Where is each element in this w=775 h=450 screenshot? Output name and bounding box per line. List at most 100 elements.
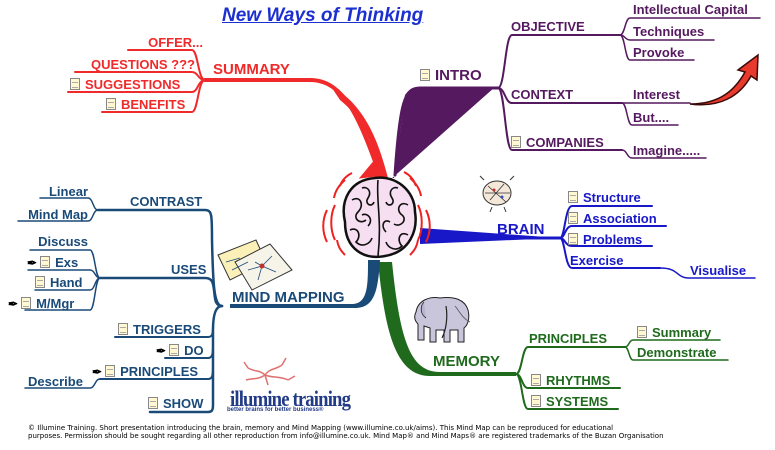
benefits-label: BENEFITS — [121, 97, 186, 112]
rhythms-node[interactable]: RHYTHMS — [531, 374, 610, 387]
brain-branch-lines — [420, 205, 756, 279]
exs-node[interactable]: ✒Exs — [27, 256, 78, 269]
mm-principles-node[interactable]: ✒PRINCIPLES — [92, 365, 198, 378]
imagine-node[interactable]: Imagine..... — [633, 143, 701, 158]
systems-label: SYSTEMS — [546, 394, 609, 409]
brain-vibration-lines — [322, 171, 431, 256]
document-icon — [105, 365, 116, 377]
document-icon — [118, 323, 128, 335]
intro-node[interactable]: INTRO — [420, 68, 482, 83]
document-icon — [70, 78, 80, 90]
memory-trunk — [378, 262, 516, 376]
growth-arrow-icon — [689, 53, 759, 106]
offer-node[interactable]: OFFER... — [148, 35, 203, 50]
intellectual-capital-node[interactable]: Intellectual Capital — [633, 2, 748, 17]
logo-tagline: better brains for better business® — [227, 407, 324, 413]
problems-node[interactable]: Problems — [568, 233, 642, 246]
exercise-node[interactable]: Exercise — [570, 253, 624, 268]
elephant-image — [414, 297, 471, 343]
document-icon — [531, 395, 541, 407]
companies-label: COMPANIES — [526, 135, 604, 150]
hand-node[interactable]: Hand — [35, 276, 83, 289]
do-line — [164, 344, 214, 359]
structure-label: Structure — [583, 190, 641, 205]
discuss-node[interactable]: Discuss — [38, 234, 88, 249]
linear-node[interactable]: Linear — [48, 184, 88, 199]
illumine-logo: illumine training — [230, 386, 351, 411]
structure-node[interactable]: Structure — [568, 191, 641, 204]
companies-line — [497, 87, 623, 151]
document-icon — [420, 69, 430, 81]
document-icon — [511, 136, 521, 148]
document-icon — [637, 326, 647, 338]
demonstrate-node[interactable]: Demonstrate — [637, 345, 717, 360]
document-icon — [531, 374, 541, 386]
summary-branch-lines — [67, 49, 388, 179]
rhythms-label: RHYTHMS — [546, 373, 611, 388]
pen-icon: ✒ — [8, 297, 19, 311]
memory-principles-node[interactable]: PRINCIPLES — [529, 331, 608, 346]
summary-node[interactable]: SUMMARY — [213, 61, 290, 78]
uses-node[interactable]: USES — [171, 262, 207, 277]
intro-branch-lines — [380, 17, 761, 180]
provoke-node[interactable]: Provoke — [633, 45, 685, 60]
exs-label: Exs — [55, 255, 79, 270]
triggers-label: TRIGGERS — [133, 322, 201, 337]
show-node[interactable]: SHOW — [148, 397, 203, 410]
visualise-node[interactable]: Visualise — [690, 263, 747, 278]
mmgr-line — [24, 277, 101, 311]
triggers-line — [114, 324, 214, 338]
document-icon — [568, 191, 578, 203]
hand-label: Hand — [50, 275, 83, 290]
interest-node[interactable]: Interest — [633, 87, 680, 102]
memory-summary-node[interactable]: Summary — [637, 326, 711, 339]
logo-veins-icon — [243, 357, 296, 386]
describe-node[interactable]: Describe — [28, 374, 83, 389]
contrast-node[interactable]: CONTRAST — [130, 194, 203, 209]
intro-label: INTRO — [435, 67, 482, 84]
techniques-node[interactable]: Techniques — [633, 24, 705, 39]
mind-mapping-lower-line — [148, 304, 224, 414]
mmgr-node[interactable]: ✒ M/Mgr — [8, 297, 74, 310]
mind-map-sheets-image — [217, 239, 293, 291]
mind-mapping-trunk — [230, 260, 380, 308]
objective-node[interactable]: OBJECTIVE — [511, 19, 585, 34]
contrast-line — [96, 208, 224, 308]
document-icon — [106, 98, 116, 110]
demonstrate-line — [624, 346, 729, 361]
association-label: Association — [583, 211, 657, 226]
mind-mapping-node[interactable]: MIND MAPPING — [232, 289, 345, 306]
suggestions-label: SUGGESTIONS — [85, 77, 181, 92]
document-icon — [21, 297, 32, 309]
do-node[interactable]: ✒DO — [156, 344, 204, 357]
copyright-footer: © Illumine Training. Short presentation … — [28, 424, 768, 440]
visualise-line — [659, 267, 756, 279]
document-icon — [169, 344, 180, 356]
imagine-line — [621, 149, 707, 159]
benefits-line — [101, 79, 206, 113]
benefits-node[interactable]: BENEFITS — [106, 98, 185, 111]
triggers-node[interactable]: TRIGGERS — [118, 323, 201, 336]
suggestions-node[interactable]: SUGGESTIONS — [70, 78, 180, 91]
brain-node[interactable]: BRAIN — [497, 221, 545, 238]
intellectual-capital-line — [619, 17, 761, 36]
page-title: New Ways of Thinking — [222, 5, 424, 26]
objective-line — [497, 34, 621, 89]
document-icon — [148, 397, 158, 409]
systems-node[interactable]: SYSTEMS — [531, 395, 608, 408]
memory-node[interactable]: MEMORY — [433, 353, 500, 370]
mm-principles-label: PRINCIPLES — [120, 364, 199, 379]
questions-node[interactable]: QUESTIONS ??? — [91, 57, 195, 72]
mind-map-node[interactable]: Mind Map — [28, 207, 88, 222]
intro-trunk — [380, 87, 495, 180]
mind-map-line — [17, 209, 99, 222]
context-node[interactable]: CONTEXT — [511, 87, 574, 102]
mind-mapping-branch-lines — [17, 197, 380, 414]
companies-node[interactable]: COMPANIES — [511, 136, 604, 149]
brain-trunk — [420, 228, 560, 244]
footer-line-2: purposes. Permission should be sought re… — [28, 432, 664, 440]
but-node[interactable]: But.... — [633, 110, 670, 125]
association-node[interactable]: Association — [568, 212, 657, 225]
mmgr-label: M/Mgr — [36, 296, 75, 311]
